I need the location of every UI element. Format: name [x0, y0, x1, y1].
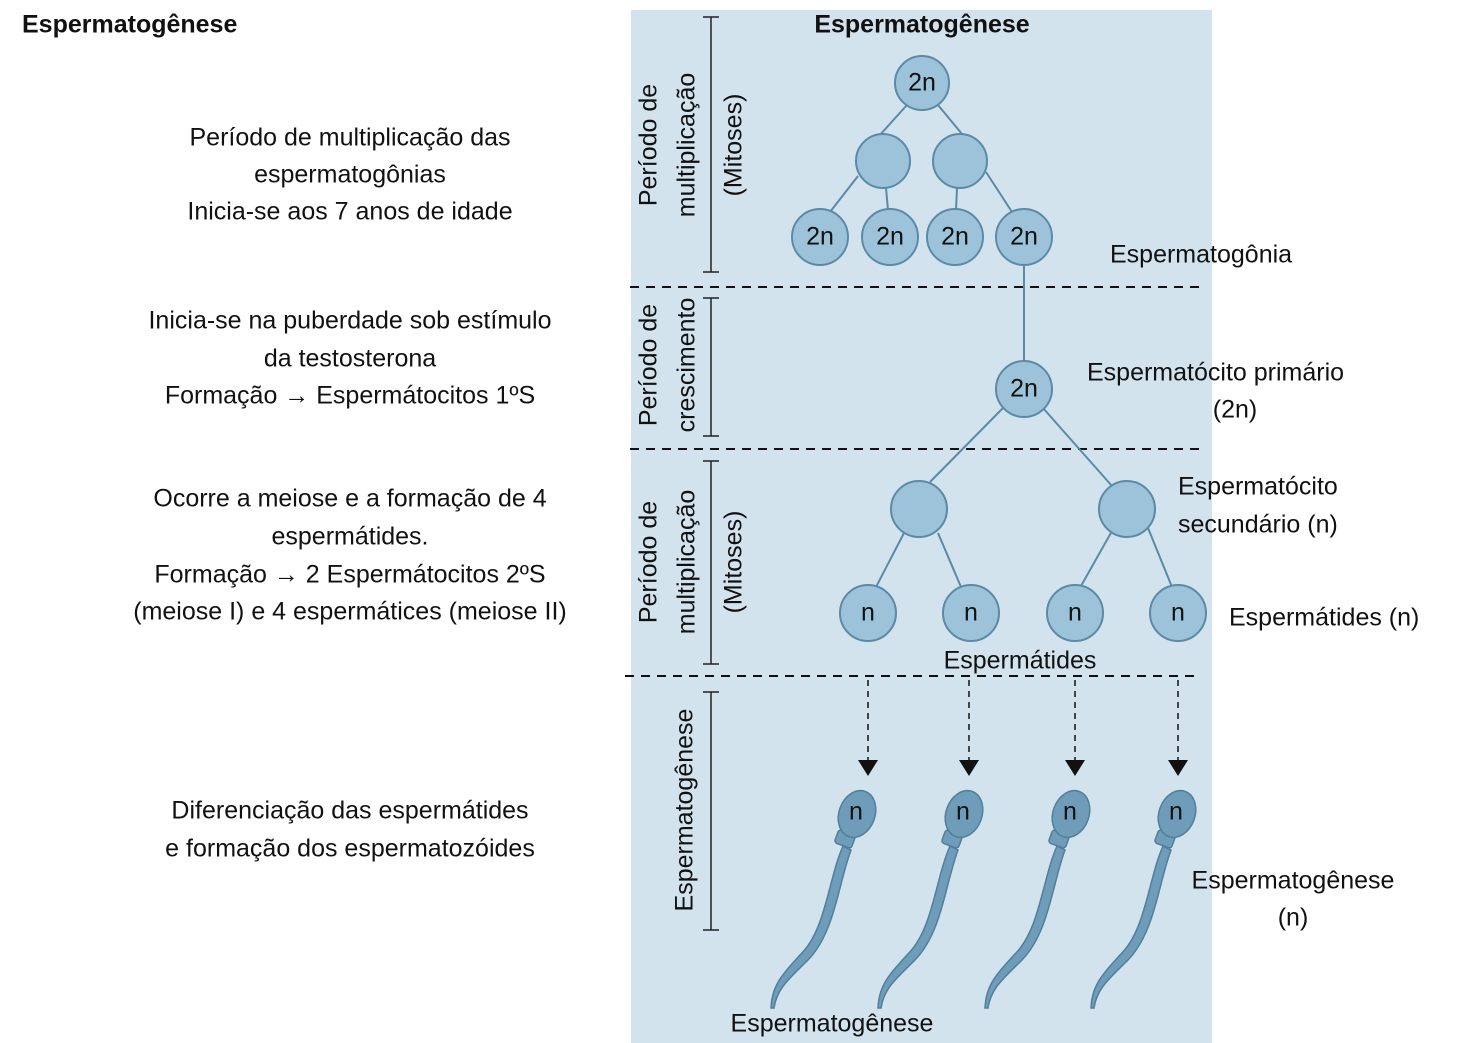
cell-top: 2n — [894, 55, 950, 111]
sperm-cell: n — [984, 789, 1091, 1009]
phase-label-1: Período de multiplicação (Mitoses) — [635, 73, 748, 218]
left-block-4: Diferenciação das espermátides e formaçã… — [165, 797, 535, 863]
svg-text:n: n — [956, 798, 970, 826]
svg-text:n: n — [1063, 798, 1077, 826]
cell-intermediate — [932, 133, 988, 189]
svg-text:n: n — [861, 599, 875, 627]
svg-text:Período de: Período de — [635, 84, 663, 206]
svg-text:n: n — [849, 798, 863, 826]
svg-text:2n: 2n — [1010, 223, 1038, 251]
label-espermatogonia: Espermatogônia — [1110, 241, 1292, 269]
left-text: Ocorre a meiose e a formação de 4 — [153, 485, 546, 513]
cell-secondary-spermatocyte — [1098, 480, 1156, 538]
label-secondary-spermatocyte-2: secundário (n) — [1178, 511, 1338, 539]
label-primary-ploidy: (2n) — [1213, 396, 1257, 424]
left-block-3: Ocorre a meiose e a formação de 4 esperm… — [133, 485, 566, 626]
differentiation-arrows — [858, 680, 1188, 776]
svg-text:2n: 2n — [876, 223, 904, 251]
svg-text:(Mitoses): (Mitoses) — [720, 511, 748, 614]
arrow-down-icon — [1065, 760, 1085, 776]
cell-spermatid: n — [1149, 584, 1207, 642]
svg-text:2n: 2n — [1010, 375, 1038, 403]
left-text: (meiose I) e 4 espermátices (meiose II) — [133, 598, 566, 626]
left-text: Diferenciação das espermátides — [171, 797, 528, 825]
panel-title: Espermatogênese — [814, 11, 1029, 39]
left-text: espermátides. — [271, 523, 428, 551]
label-espermatogenese-bottom: Espermatogênese — [731, 1010, 934, 1038]
svg-text:crescimento: crescimento — [673, 298, 701, 433]
cell-spermatid: n — [1046, 584, 1104, 642]
cell-spermatogonia: 2n — [995, 208, 1053, 266]
left-block-2: Inicia-se na puberdade sob estímulo da t… — [148, 307, 551, 410]
left-block-1: Período de multiplicação das espermatogô… — [187, 124, 512, 226]
phase-label-4: Espermatogênese — [671, 709, 699, 912]
label-espermatogenese-right: Espermatogênese — [1192, 867, 1395, 895]
cell-intermediate — [855, 133, 911, 189]
cell-spermatogonia: 2n — [861, 208, 919, 266]
svg-text:n: n — [1171, 599, 1185, 627]
label-primary-spermatocyte: Espermatócito primário — [1087, 359, 1344, 387]
cell-spermatid: n — [942, 584, 1000, 642]
svg-text:2n: 2n — [941, 223, 969, 251]
svg-text:(Mitoses): (Mitoses) — [720, 94, 748, 197]
left-text: Inicia-se aos 7 anos de idade — [187, 198, 512, 226]
arrow-down-icon — [858, 760, 878, 776]
left-text: Inicia-se na puberdade sob estímulo — [148, 307, 551, 335]
sperm-cell: n — [877, 789, 984, 1009]
label-spermatids: Espermátides — [944, 647, 1097, 675]
sperm-cell: n — [770, 789, 877, 1009]
svg-text:Período de: Período de — [635, 304, 663, 426]
left-text: Período de multiplicação das — [189, 124, 510, 152]
label-spermatids-n: Espermátides (n) — [1229, 604, 1419, 632]
label-espermatogenese-ploidy: (n) — [1278, 904, 1309, 932]
svg-text:Período de: Período de — [635, 501, 663, 623]
svg-text:n: n — [1068, 599, 1082, 627]
cell-spermatid: n — [839, 584, 897, 642]
svg-text:2n: 2n — [806, 223, 834, 251]
svg-text:multiplicação: multiplicação — [673, 73, 701, 218]
svg-text:n: n — [964, 599, 978, 627]
arrow-down-icon — [1168, 760, 1188, 776]
left-text: Formação → Espermátocitos 1ºS — [165, 382, 535, 410]
svg-text:2n: 2n — [908, 69, 936, 97]
lineage-links — [829, 104, 1173, 588]
svg-text:n: n — [1169, 798, 1183, 826]
left-text: da testosterona — [264, 345, 436, 373]
cell-primary-spermatocyte: 2n — [995, 360, 1053, 418]
sperm-cell: n — [1090, 789, 1197, 1009]
phase-label-3: Período de multiplicação (Mitoses) — [635, 490, 748, 635]
cell-spermatogonia: 2n — [791, 208, 849, 266]
phase-brackets — [703, 16, 719, 931]
left-text: espermatogônias — [254, 161, 446, 189]
arrow-down-icon — [959, 760, 979, 776]
left-title: Espermatogênese — [22, 11, 237, 39]
svg-text:Espermatogênese: Espermatogênese — [671, 709, 699, 912]
cell-secondary-spermatocyte — [890, 480, 948, 538]
cell-spermatogonia: 2n — [926, 208, 984, 266]
left-text: e formação dos espermatozóides — [165, 835, 535, 863]
phase-label-2: Período de crescimento — [635, 298, 701, 433]
label-secondary-spermatocyte: Espermatócito — [1178, 473, 1338, 501]
svg-text:multiplicação: multiplicação — [673, 490, 701, 635]
left-text: Formação → 2 Espermátocitos 2ºS — [154, 561, 545, 589]
